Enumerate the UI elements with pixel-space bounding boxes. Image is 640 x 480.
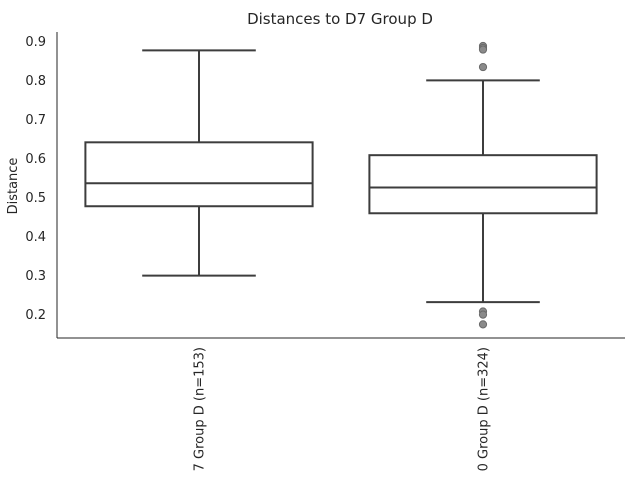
y-tick-label: 0.8 [25,74,46,89]
y-tick-label: 0.3 [25,269,46,284]
outlier-point [478,45,488,54]
box-group [84,49,314,277]
outlier-point [478,62,488,72]
y-tick-label: 0.7 [25,113,46,128]
x-axis-ticks: 7 Group D (n=153) 0 Group D (n=324) [193,347,492,471]
boxes [84,41,598,329]
outlier-point [478,320,488,329]
y-axis-label: Distance [6,158,21,215]
y-tick-label: 0.4 [25,230,46,245]
box-iqr [368,154,598,215]
y-tick-label: 0.9 [25,35,46,50]
box-group [368,41,598,329]
y-tick-label: 0.6 [25,152,46,167]
outlier-point [478,310,488,319]
box-iqr [84,141,314,208]
chart-title: Distances to D7 Group D [247,10,433,28]
x-tick-label: 7 Group D (n=153) [193,347,208,471]
x-tick-label: 0 Group D (n=324) [477,347,492,471]
y-tick-label: 0.2 [25,308,46,323]
y-tick-label: 0.5 [25,191,46,206]
y-axis-ticks: 0.2 0.3 0.4 0.5 0.6 0.7 0.8 0.9 [25,35,46,323]
